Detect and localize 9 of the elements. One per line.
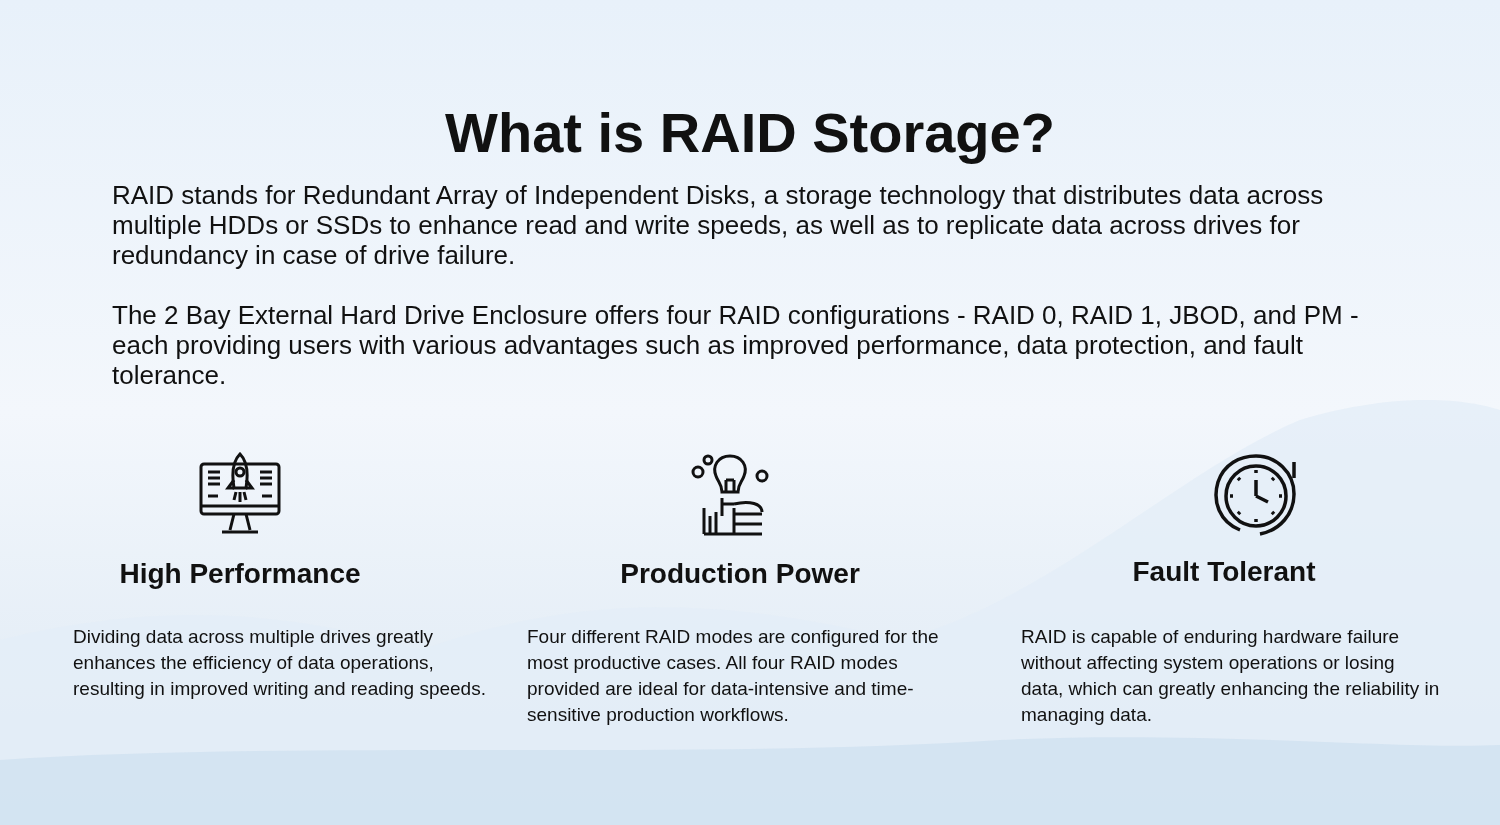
feature-description: RAID is capable of enduring hardware failure without affecting system operations or losing data, which can greatly enhancing the reliability in managing data. <box>1021 625 1441 727</box>
feature-heading: Production Power <box>619 557 861 591</box>
intro-paragraph: RAID stands for Redundant Array of Independent Disks, a storage technology that distributes data across multiple HDDs or SSDs to enhance read and write speeds, as well as to replicate data across drives for redundancy in case of drive failure. <box>112 180 1325 270</box>
feature-heading: Fault Tolerant <box>1131 555 1317 589</box>
title: What is RAID Storage? <box>444 100 1056 166</box>
intro-paragraph: The 2 Bay External Hard Drive Enclosure offers four RAID configurations - RAID 0, RAID 1, JBOD, and PM - each providing users with various advantages such as improved performance, data protection, and fault tolerance. <box>112 300 1360 390</box>
feature-description: Four different RAID modes are configured for the most productive cases. All four RAID modes provided are ideal for data-intensive and time-sensitive production workflows. <box>527 625 940 727</box>
feature-description: Dividing data across multiple drives greatly enhances the efficiency of data operations, resulting in improved writing and reading speeds. <box>73 625 487 701</box>
feature-heading: High Performance <box>118 557 362 591</box>
